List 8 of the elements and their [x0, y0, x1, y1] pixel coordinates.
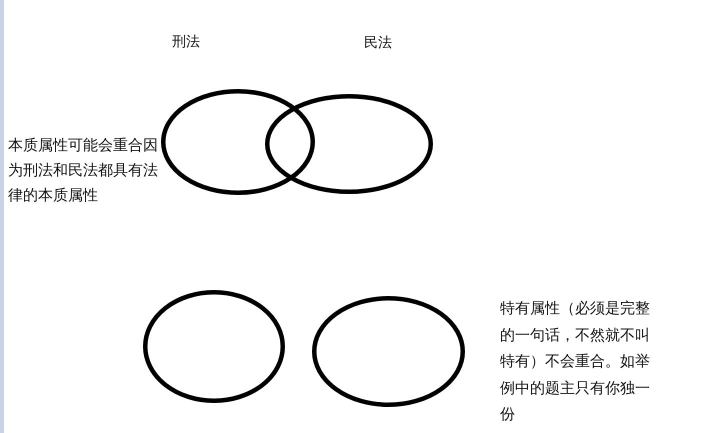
note-text: 特有属性（必须是完整的一句话，不然就不叫特有）不会重合。如举例中的题主只有你独一份: [500, 298, 651, 425]
ellipse-outline: [143, 290, 285, 403]
ellipse-label: 民法: [364, 35, 392, 51]
ellipse-outline: [265, 94, 433, 194]
ellipse-outline: [312, 296, 465, 407]
note-text: 本质属性可能会重合因为刑法和民法都具有法律的本质属性: [8, 135, 159, 206]
ellipse-outline: [160, 88, 314, 194]
ellipse-label: 刑法: [172, 34, 200, 50]
